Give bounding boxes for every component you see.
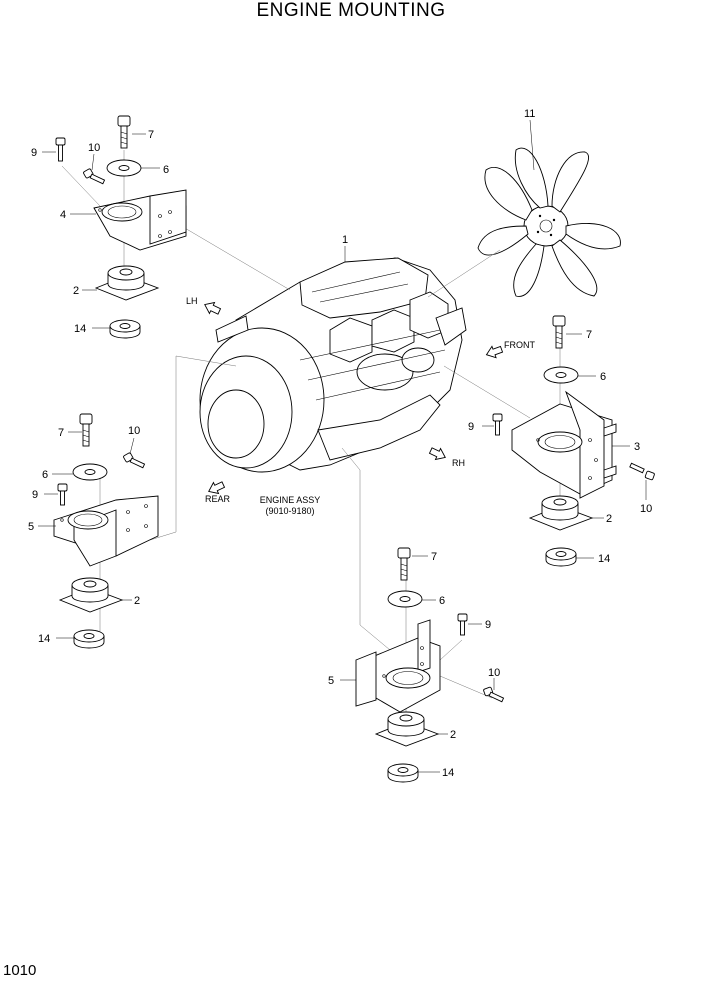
- callout-ml-bolt-small: 10: [128, 425, 140, 437]
- bolt-10[interactable]: [83, 168, 106, 185]
- callout-tl-bolt-small: 10: [88, 142, 100, 154]
- callout-tl-mount: 2: [73, 285, 79, 297]
- stopper-14[interactable]: [545, 547, 577, 567]
- bracket-5[interactable]: [53, 495, 159, 567]
- engine-assy[interactable]: [199, 257, 467, 473]
- callout-r-bolt-small: 10: [640, 503, 652, 515]
- bracket-4[interactable]: [93, 189, 187, 251]
- lh-label: LH: [186, 296, 198, 306]
- engine-callout: 1: [342, 234, 348, 246]
- rubber-mount-2[interactable]: [58, 577, 124, 613]
- front-label: FRONT: [504, 340, 535, 350]
- callout-ml-mount: 2: [134, 595, 140, 607]
- rubber-mount-2[interactable]: [374, 711, 440, 747]
- direction-indicators: [204, 301, 504, 495]
- callout-r-stopper: 14: [598, 553, 610, 565]
- stopper-14[interactable]: [73, 629, 105, 649]
- bolt-9[interactable]: [57, 483, 68, 506]
- callout-r-bolt: 7: [586, 329, 592, 341]
- bolt-9[interactable]: [55, 137, 66, 162]
- page-number: 1010: [3, 962, 37, 979]
- washer-6[interactable]: [72, 463, 108, 481]
- callout-ml-bracket: 5: [28, 521, 34, 533]
- callout-ml-washer: 6: [42, 469, 48, 481]
- stopper-14[interactable]: [109, 319, 141, 339]
- rear-arrow: [208, 481, 226, 495]
- callout-r-mount: 2: [606, 513, 612, 525]
- bolt-10[interactable]: [629, 462, 655, 481]
- rh-arrow: [428, 447, 446, 461]
- mount-group-top-left: [42, 115, 187, 339]
- mount-group-bottom: [340, 547, 505, 783]
- cooling-fan[interactable]: [477, 147, 621, 297]
- engine-serial-range: (9010-9180): [265, 506, 314, 516]
- callout-b-bolt-small: 10: [488, 667, 500, 679]
- rubber-mount-2[interactable]: [94, 265, 160, 301]
- bolt-9[interactable]: [492, 413, 503, 436]
- mount-group-middle-left: [38, 413, 159, 649]
- washer-6[interactable]: [543, 366, 579, 384]
- bolt-10[interactable]: [483, 686, 505, 703]
- bracket-5[interactable]: [355, 619, 441, 713]
- bolt-7[interactable]: [552, 315, 566, 349]
- callout-ml-bolt-short: 9: [32, 489, 38, 501]
- mount-group-right: [482, 315, 655, 567]
- callout-b-bolt-short: 9: [485, 619, 491, 631]
- stopper-14[interactable]: [387, 763, 419, 783]
- callout-tl-bolt-short: 9: [31, 147, 37, 159]
- fan-callout: 11: [524, 108, 535, 120]
- bolt-10[interactable]: [123, 452, 146, 469]
- callout-tl-washer: 6: [163, 164, 169, 176]
- callout-r-bolt-short: 9: [468, 421, 474, 433]
- bolt-7[interactable]: [117, 115, 131, 149]
- callout-ml-stopper: 14: [38, 633, 50, 645]
- bracket-3[interactable]: [511, 390, 617, 499]
- lh-arrow: [204, 301, 222, 315]
- bolt-7[interactable]: [397, 547, 411, 581]
- rubber-mount-2[interactable]: [528, 495, 594, 531]
- callout-b-washer: 6: [439, 595, 445, 607]
- callout-tl-bracket: 4: [60, 209, 66, 221]
- callout-tl-stopper: 14: [74, 323, 86, 335]
- callout-r-washer: 6: [600, 371, 606, 383]
- page-title: ENGINE MOUNTING: [256, 0, 446, 21]
- bolt-9[interactable]: [457, 613, 468, 636]
- washer-6[interactable]: [106, 159, 142, 177]
- bolt-7[interactable]: [79, 413, 93, 447]
- callout-ml-bolt: 7: [58, 427, 64, 439]
- callout-b-bolt: 7: [431, 551, 437, 563]
- callout-b-stopper: 14: [442, 767, 454, 779]
- washer-6[interactable]: [387, 590, 423, 608]
- rh-label: RH: [452, 458, 465, 468]
- rear-label: REAR: [205, 494, 231, 504]
- engine-assy-label: ENGINE ASSY: [260, 495, 321, 505]
- callout-b-bracket: 5: [328, 675, 334, 687]
- callout-tl-bolt: 7: [148, 129, 154, 141]
- front-arrow: [485, 345, 504, 359]
- callout-b-mount: 2: [450, 729, 456, 741]
- callout-r-bracket: 3: [634, 441, 640, 453]
